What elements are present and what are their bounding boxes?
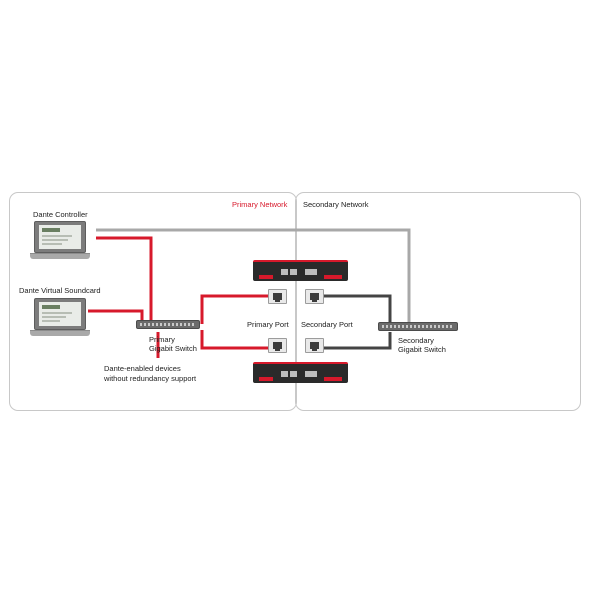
secondary-switch-label-2: Gigabit Switch (398, 345, 446, 354)
device2-to-secondary-wire (324, 332, 392, 350)
primary-to-device1-wire (200, 294, 268, 324)
primary-port-top (268, 289, 287, 304)
controller-to-primary-wire (96, 236, 153, 320)
secondary-port-label: Secondary Port (301, 320, 353, 329)
soundcard-to-primary-wire (88, 309, 144, 320)
secondary-network-panel (295, 192, 581, 411)
primary-to-device2-wire (200, 330, 268, 350)
secondary-port-bottom (305, 338, 324, 353)
legacy-devices-label-1: Dante-enabled devices (104, 364, 181, 373)
secondary-port-top (305, 289, 324, 304)
primary-switch-label-2: Gigabit Switch (149, 344, 197, 353)
legacy-devices-label-2: without redundancy support (104, 374, 197, 383)
dante-controller-label: Dante Controller (33, 210, 88, 219)
primary-switch-label-1: Primary (149, 335, 175, 344)
primary-port-label: Primary Port (247, 320, 289, 329)
primary-gigabit-switch (136, 320, 200, 329)
dante-device-top (253, 260, 348, 281)
controller-to-secondary-wire (96, 228, 411, 323)
dante-virtual-soundcard-label: Dante Virtual Soundcard (19, 286, 101, 295)
secondary-gigabit-switch (378, 322, 458, 331)
dante-device-bottom (253, 362, 348, 383)
primary-network-label: Primary Network (232, 200, 288, 209)
primary-port-bottom (268, 338, 287, 353)
secondary-network-label: Secondary Network (303, 200, 369, 209)
secondary-switch-label-1: Secondary (398, 336, 434, 345)
primary-network-panel (9, 192, 297, 411)
device1-to-secondary-wire (324, 294, 392, 322)
